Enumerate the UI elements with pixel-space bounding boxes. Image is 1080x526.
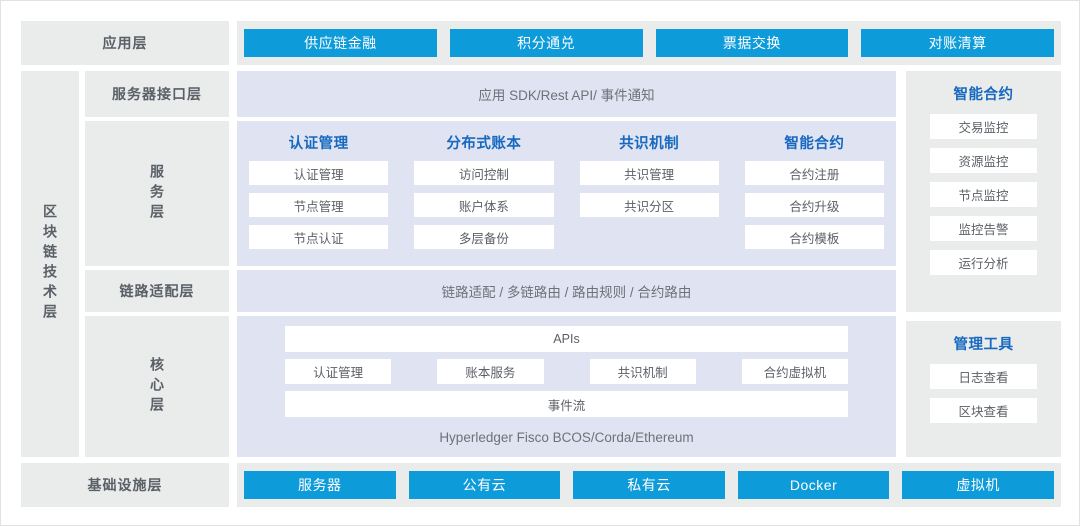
core-layer-panel: APIs 认证管理 账本服务 共识机制 合约虚拟机 事件流 Hyperledge…: [237, 316, 896, 457]
service-column-distributed-ledger: 分布式账本 访问控制 账户体系 多层备份: [414, 131, 554, 256]
core-layer-label: 核心层: [85, 316, 229, 457]
application-layer-items: 供应链金融 积分通兑 票据交换 对账清算: [244, 29, 1054, 57]
right-panel-title: 管理工具: [953, 336, 1014, 353]
core-layer-footer: Hyperledger Fisco BCOS/Corda/Ethereum: [285, 424, 848, 451]
core-event-stream-bar[interactable]: 事件流: [285, 391, 848, 418]
application-layer-label: 应用层: [21, 21, 229, 65]
service-column-head: 共识机制: [619, 135, 680, 152]
service-column-smart-contract: 智能合约 合约注册 合约升级 合约模板: [744, 131, 884, 256]
right-panel-items: 日志查看 区块查看: [930, 364, 1037, 445]
service-column-head: 认证管理: [288, 135, 349, 152]
core-service-chip[interactable]: 账本服务: [437, 359, 544, 385]
service-chip[interactable]: 合约升级: [744, 193, 884, 217]
right-panel-title: 智能合约: [953, 86, 1014, 103]
app-item-points-exchange[interactable]: 积分通兑: [449, 29, 643, 57]
right-panel-inner: 智能合约 交易监控 资源监控 节点监控 监控告警 运行分析: [930, 83, 1037, 300]
core-services-row: 认证管理 账本服务 共识机制 合约虚拟机: [285, 359, 848, 385]
right-panel-items: 交易监控 资源监控 节点监控 监控告警 运行分析: [930, 114, 1037, 300]
app-item-reconciliation-settlement[interactable]: 对账清算: [861, 29, 1054, 57]
infra-item-public-cloud[interactable]: 公有云: [408, 471, 561, 499]
infra-item-virtual-machine[interactable]: 虚拟机: [902, 471, 1054, 499]
server-interface-layer-label-text: 服务器接口层: [112, 86, 202, 102]
service-layer-label: 服务层: [85, 121, 229, 266]
core-layer-label-text: 核心层: [149, 356, 165, 417]
link-adaptation-layer-content: 链路适配 / 多链路由 / 路由规则 / 合约路由: [237, 270, 896, 312]
core-apis-bar[interactable]: APIs: [285, 326, 848, 353]
infra-item-server[interactable]: 服务器: [244, 471, 396, 499]
service-chip[interactable]: 合约注册: [744, 161, 884, 185]
infra-item-private-cloud[interactable]: 私有云: [573, 471, 725, 499]
infrastructure-layer-items: 服务器 公有云 私有云 Docker 虚拟机: [244, 471, 1054, 499]
service-column-head: 分布式账本: [446, 135, 522, 152]
service-column-head: 智能合约: [784, 135, 845, 152]
app-item-bill-exchange[interactable]: 票据交换: [655, 29, 849, 57]
right-panel-chip[interactable]: 交易监控: [930, 114, 1037, 139]
right-panel-chip[interactable]: 节点监控: [930, 182, 1037, 207]
link-adaptation-layer-label-text: 链路适配层: [119, 283, 195, 299]
link-adaptation-layer-content-text: 链路适配 / 多链路由 / 路由规则 / 合约路由: [441, 285, 692, 300]
right-panel-chip[interactable]: 监控告警: [930, 216, 1037, 241]
server-interface-layer-label: 服务器接口层: [85, 71, 229, 117]
service-column-auth-management: 认证管理 认证管理 节点管理 节点认证: [249, 131, 389, 256]
right-panel-chip[interactable]: 日志查看: [930, 364, 1037, 389]
right-panel-smart-contract: 智能合约 交易监控 资源监控 节点监控 监控告警 运行分析: [906, 71, 1061, 312]
core-service-chip[interactable]: 合约虚拟机: [741, 359, 848, 385]
core-layer-inner: APIs 认证管理 账本服务 共识机制 合约虚拟机 事件流 Hyperledge…: [285, 326, 848, 451]
app-item-supply-chain-finance[interactable]: 供应链金融: [244, 29, 437, 57]
service-layer-panel: 认证管理 认证管理 节点管理 节点认证 分布式账本 访问控制 账户体系 多层备份…: [237, 121, 896, 266]
right-panel-chip[interactable]: 区块查看: [930, 398, 1037, 423]
right-panel-chip[interactable]: 资源监控: [930, 148, 1037, 173]
service-chip[interactable]: 账户体系: [414, 193, 554, 217]
service-chip[interactable]: 合约模板: [744, 225, 884, 249]
service-chip[interactable]: 多层备份: [414, 225, 554, 249]
core-layer-footer-text: Hyperledger Fisco BCOS/Corda/Ethereum: [439, 430, 694, 446]
service-chip[interactable]: 共识管理: [579, 161, 719, 185]
right-panel-inner: 管理工具 日志查看 区块查看: [930, 333, 1037, 445]
service-column-spacer: [580, 225, 719, 249]
service-chip[interactable]: 认证管理: [249, 161, 389, 185]
service-chip[interactable]: 访问控制: [414, 161, 554, 185]
infrastructure-layer-label-text: 基础设施层: [87, 477, 163, 493]
service-layer-label-text: 服务层: [149, 163, 165, 224]
infrastructure-layer-label: 基础设施层: [21, 463, 229, 507]
service-column-consensus-mechanism: 共识机制 共识管理 共识分区: [579, 131, 719, 256]
link-adaptation-layer-label: 链路适配层: [85, 270, 229, 312]
core-service-chip[interactable]: 认证管理: [285, 359, 392, 385]
right-panel-management-tools: 管理工具 日志查看 区块查看: [906, 321, 1061, 457]
service-chip[interactable]: 节点认证: [249, 225, 389, 249]
infra-item-docker[interactable]: Docker: [737, 471, 890, 499]
server-interface-layer-content-text: 应用 SDK/Rest API/ 事件通知: [478, 88, 655, 103]
service-chip[interactable]: 节点管理: [249, 193, 389, 217]
blockchain-tech-layer-spine-text: 区块链技术层: [42, 204, 58, 324]
blockchain-tech-layer-spine: 区块链技术层: [21, 71, 79, 457]
right-panel-chip[interactable]: 运行分析: [930, 250, 1037, 275]
application-layer-label-text: 应用层: [102, 35, 148, 51]
server-interface-layer-content: 应用 SDK/Rest API/ 事件通知: [237, 71, 896, 117]
service-chip[interactable]: 共识分区: [579, 193, 719, 217]
core-service-chip[interactable]: 共识机制: [589, 359, 696, 385]
service-layer-columns: 认证管理 认证管理 节点管理 节点认证 分布式账本 访问控制 账户体系 多层备份…: [249, 131, 884, 256]
